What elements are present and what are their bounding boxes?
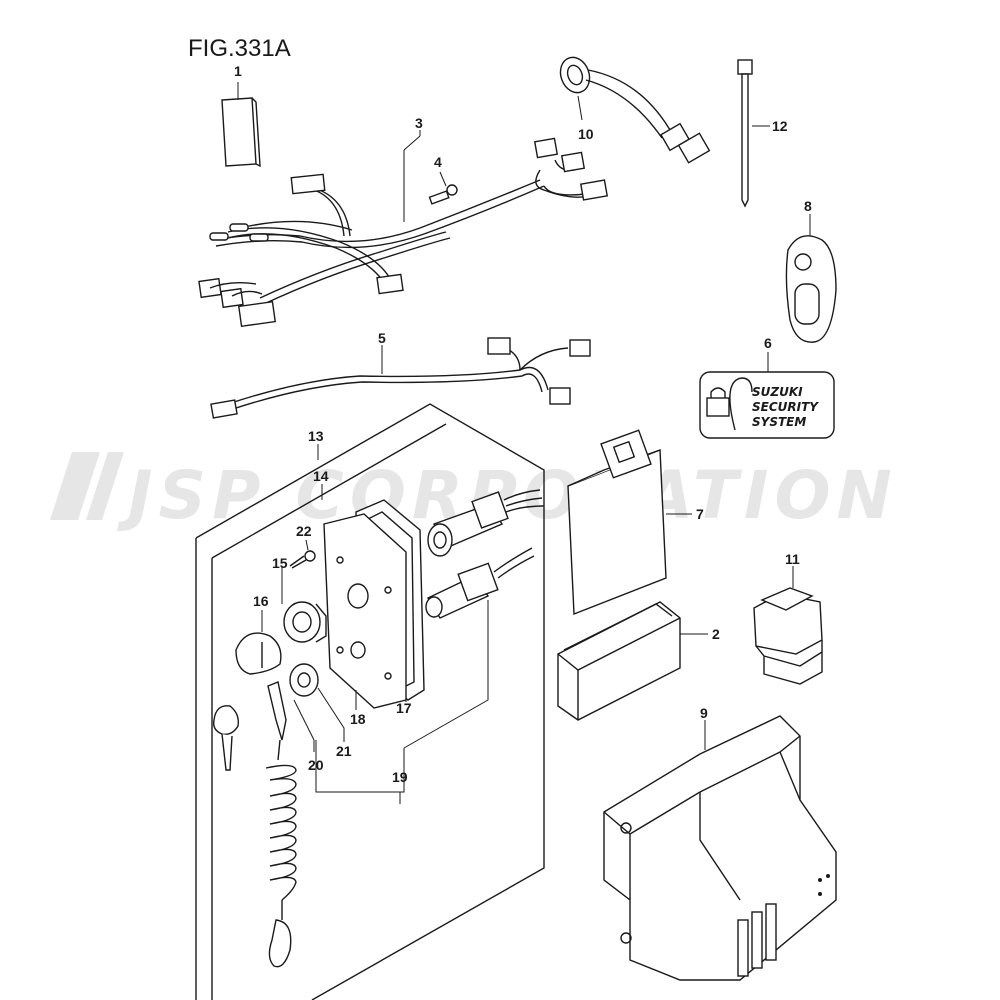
part-8-remote-fob: 8 [785,198,837,343]
part-label-4: 4 [434,154,442,170]
part-2-holder: 2 [557,601,720,721]
part-18-plate: 18 [323,513,407,727]
part-label-14: 14 [313,468,329,484]
jsp-logo-icon [50,452,124,520]
part-19-kill-switch: 19 [315,489,545,804]
part-4-screw: 4 [428,154,458,205]
part-label-15: 15 [272,555,288,571]
part-label-21: 21 [336,743,352,759]
lock-icon [706,377,753,431]
part-label-20: 20 [308,757,324,773]
part-20-lanyard: 20 [265,681,324,968]
part-label-9: 9 [700,705,708,721]
part-10-plug: 10 [559,56,711,164]
part-7-control-module: 7 [567,429,704,616]
part-label-8: 8 [804,198,812,214]
part-1-card: 1 [221,63,261,168]
part-label-5: 5 [378,330,386,346]
part-3-main-harness: 3 [198,115,609,328]
part-6-sticker: SUZUKI SECURITY SYSTEM 6 [699,335,835,439]
part-label-12: 12 [772,118,788,134]
part-label-18: 18 [350,711,366,727]
part-label-1: 1 [234,63,242,79]
ignition-key-icon [212,705,240,771]
part-label-11: 11 [785,551,800,567]
part-label-17: 17 [396,700,412,716]
sticker-line-2: SECURITY [752,400,819,414]
part-22-screw: 22 [289,523,316,569]
part-5-harness: 5 [210,330,591,419]
sticker-line-1: SUZUKI [752,385,803,399]
part-label-10: 10 [578,126,594,142]
sticker-line-3: SYSTEM [752,415,806,429]
part-label-2: 2 [712,626,720,642]
watermark-text: JSP CORPORATION [117,457,898,534]
part-label-6: 6 [764,335,772,351]
part-9-bracket: 9 [603,705,837,981]
figure-title: FIG.331A [188,35,291,62]
part-21-nut: 21 [289,663,352,759]
exploded-view-box: 13 14 [195,403,545,1000]
part-12-cable-tie: 12 [737,59,788,208]
watermark: JSP CORPORATION [50,452,898,534]
part-label-7: 7 [696,506,704,522]
part-label-3: 3 [415,115,423,131]
part-label-19: 19 [392,769,408,785]
part-label-13: 13 [308,428,324,444]
part-15-nut: 15 [272,555,327,643]
part-label-16: 16 [253,593,269,609]
part-11-switch: 11 [753,551,823,685]
part-16-knob: 16 [235,593,282,675]
part-label-22: 22 [296,523,312,539]
